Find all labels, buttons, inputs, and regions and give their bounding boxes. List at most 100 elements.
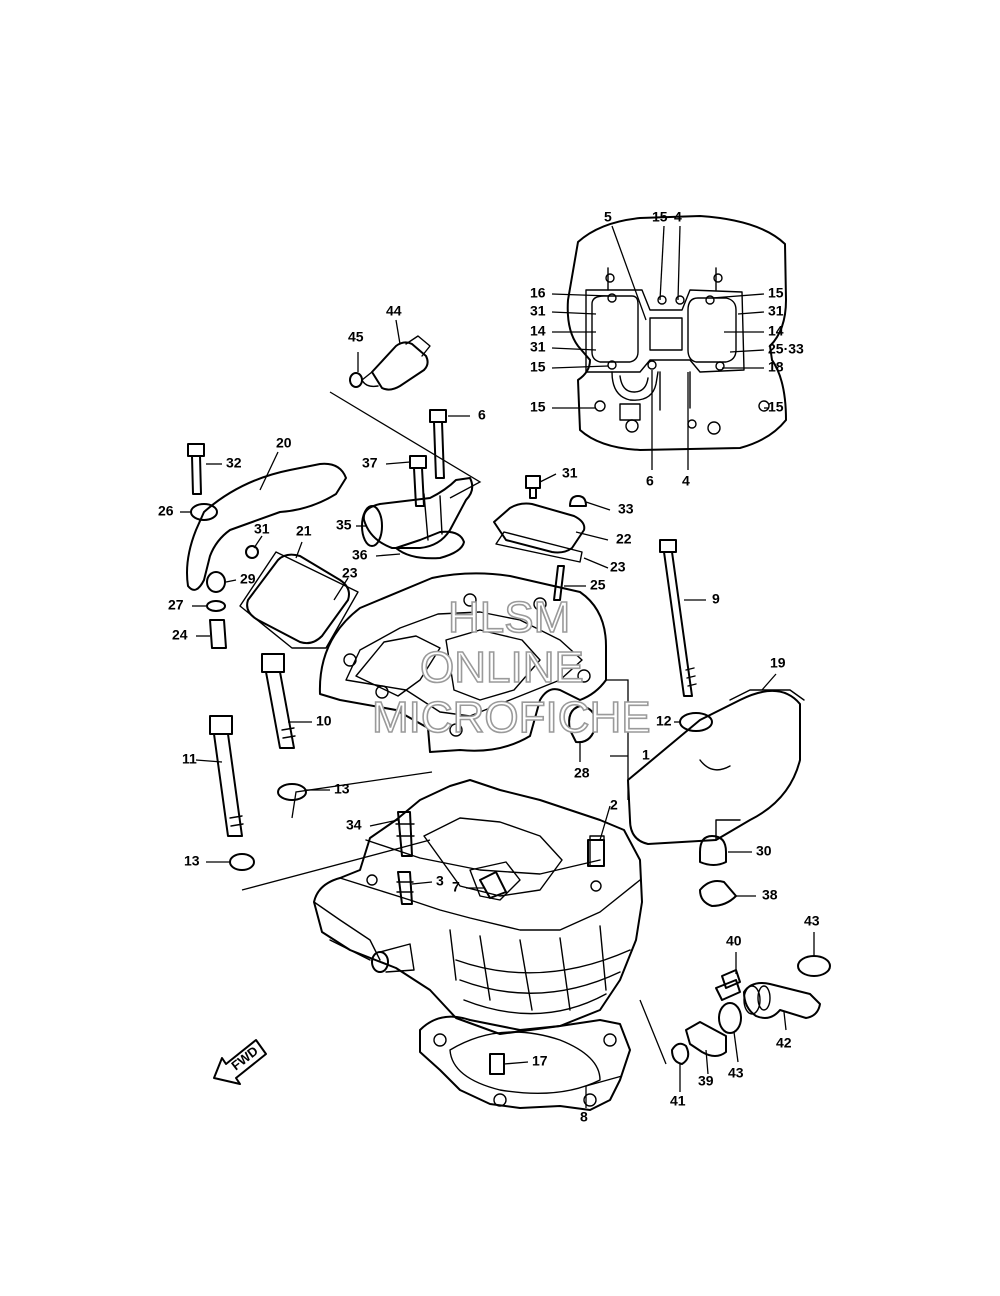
cylinder-head-gasket-8 — [419, 1015, 631, 1111]
washer-13-upper — [277, 783, 307, 801]
callout-42: 42 — [776, 1035, 792, 1051]
callout-41: 41 — [670, 1093, 686, 1109]
grommet-38 — [699, 880, 737, 907]
gasket-23-right — [495, 531, 583, 563]
callout-13: 13 — [184, 853, 200, 869]
callout-27: 27 — [168, 597, 184, 613]
cover-underside-inset — [566, 215, 787, 451]
callout-3: 3 — [436, 873, 444, 889]
callout-15: 15 — [530, 399, 546, 415]
callout-15: 15 — [652, 209, 668, 225]
fwd-label: FWD — [228, 1043, 261, 1073]
watermark: HLSM ONLINE MICROFICHE — [371, 592, 651, 743]
cap-nut-33 — [569, 495, 587, 507]
callout-11: 11 — [182, 751, 197, 767]
callout-15: 15 — [530, 359, 546, 375]
union-39 — [685, 1021, 727, 1057]
gasket-23-left — [239, 551, 359, 649]
clamp-43-upper — [797, 955, 831, 977]
callout-9: 9 — [712, 591, 720, 607]
bolt-40 — [715, 969, 741, 1001]
water-outlet-pipe — [361, 477, 474, 549]
callout-20: 20 — [276, 435, 292, 451]
collar-24 — [209, 619, 227, 649]
callout-34: 34 — [346, 817, 362, 833]
grommet-30 — [699, 835, 727, 866]
callout-31: 31 — [530, 303, 546, 319]
callout-35: 35 — [336, 517, 352, 533]
callout-16: 16 — [530, 285, 546, 301]
callout-31: 31 — [768, 303, 784, 319]
callout-10: 10 — [316, 713, 332, 729]
washer-27 — [206, 600, 226, 612]
callout-33: 33 — [618, 501, 634, 517]
grommet-29 — [206, 571, 226, 593]
watermark-line-3: MICROFICHE — [372, 693, 651, 742]
callout-5: 5 — [604, 209, 612, 225]
spark-plug-34 — [395, 811, 415, 857]
cylinder-head-1 — [313, 779, 643, 1035]
callout-14: 14 — [768, 323, 784, 339]
callout-26: 26 — [158, 503, 174, 519]
callout-31: 31 — [530, 339, 546, 355]
washer-12 — [679, 712, 713, 732]
callout-15: 15 — [768, 399, 784, 415]
callout-19: 19 — [770, 655, 786, 671]
cylinder-head-cover-22 — [493, 502, 586, 554]
callout-31: 31 — [254, 521, 270, 537]
callout-2: 2 — [610, 797, 618, 813]
callout-38: 38 — [762, 887, 778, 903]
bolt-9 — [659, 539, 697, 697]
callout-29: 29 — [240, 571, 256, 587]
washer-13-lower — [229, 853, 255, 871]
cylinder-head-cover-21 — [246, 553, 350, 645]
callout-36: 36 — [352, 547, 368, 563]
callout-7: 7 — [452, 879, 460, 895]
callout-13: 13 — [334, 781, 350, 797]
callout-4: 4 — [674, 209, 682, 225]
callout-43: 43 — [804, 913, 820, 929]
clamp-43-lower — [718, 1002, 742, 1034]
callout-1: 1 — [642, 747, 650, 763]
bolt-31 — [525, 475, 541, 499]
o-ring-41 — [671, 1042, 690, 1065]
callout-44: 44 — [386, 303, 402, 319]
watermark-line-2: ONLINE — [420, 643, 584, 692]
callout-31: 31 — [562, 465, 578, 481]
callout-23: 23 — [610, 559, 626, 575]
callout-18: 18 — [768, 359, 784, 375]
gasket-7 — [479, 871, 507, 899]
spark-plug-3 — [396, 871, 414, 905]
callout-4: 4 — [682, 473, 690, 489]
stud-25 — [553, 565, 565, 601]
callout-32: 32 — [226, 455, 242, 471]
bolt-37 — [409, 455, 427, 507]
callout-28: 28 — [574, 765, 590, 781]
bracket-20 — [186, 462, 347, 591]
callout-14: 14 — [530, 323, 546, 339]
callout-6: 6 — [478, 407, 486, 423]
callout-8: 8 — [580, 1109, 588, 1125]
bolt-32 — [187, 443, 205, 495]
bolt-10 — [261, 653, 296, 749]
o-ring-45 — [349, 372, 363, 388]
callout-labels: 5 15 4 16 15 31 31 14 14 31 25·33 15 18 … — [158, 209, 820, 1125]
callout-37: 37 — [362, 455, 378, 471]
callout-43: 43 — [728, 1065, 744, 1081]
dowel-2 — [587, 839, 605, 867]
callout-12: 12 — [656, 713, 672, 729]
callout-24: 24 — [172, 627, 188, 643]
callout-30: 30 — [756, 843, 772, 859]
callout-17: 17 — [532, 1053, 548, 1069]
bolt-6 — [429, 409, 447, 479]
callout-25-33: 25·33 — [768, 341, 804, 357]
bolt-31-small — [245, 545, 259, 559]
bolt-11 — [209, 715, 244, 837]
callout-15: 15 — [768, 285, 784, 301]
callout-25: 25 — [590, 577, 606, 593]
watermark-line-1: HLSM — [448, 593, 570, 642]
temperature-sensor — [361, 335, 431, 391]
side-cover-19 — [627, 689, 801, 845]
callout-39: 39 — [698, 1073, 714, 1089]
